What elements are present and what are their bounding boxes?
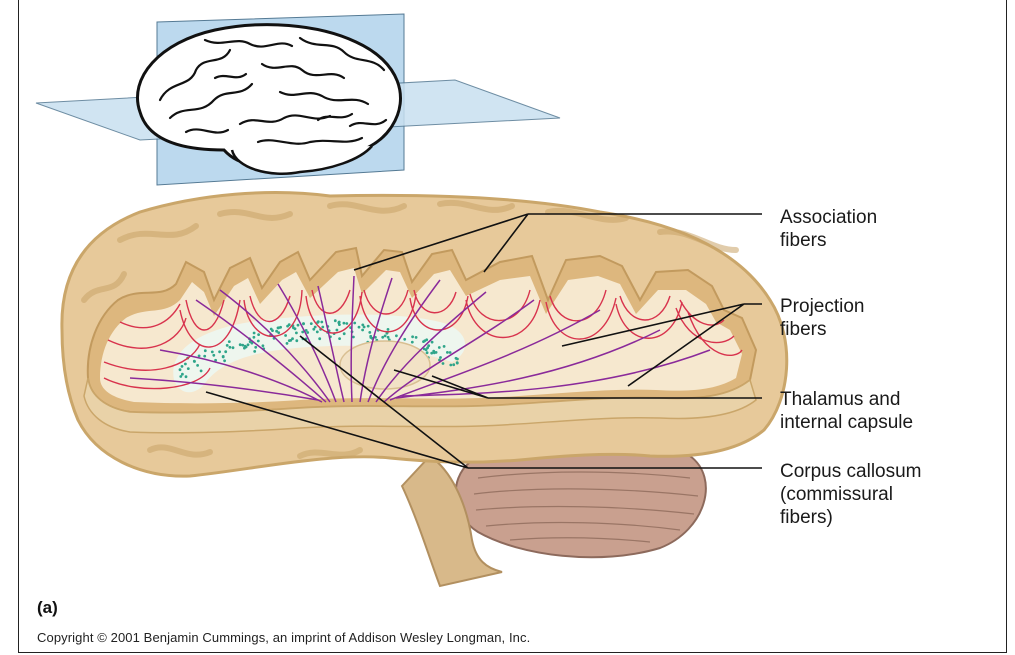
corpus-callosum-dot bbox=[403, 338, 406, 341]
corpus-callosum-dot bbox=[306, 331, 309, 334]
corpus-callosum-dot bbox=[430, 352, 433, 355]
corpus-callosum-dot bbox=[262, 344, 265, 347]
corpus-callosum-dot bbox=[411, 335, 414, 338]
corpus-callosum-dot bbox=[387, 328, 390, 331]
corpus-callosum-dot bbox=[343, 332, 346, 335]
corpus-callosum-dot bbox=[270, 328, 273, 331]
label-thalamus-internal-capsule: Thalamus and internal capsule bbox=[780, 388, 913, 434]
corpus-callosum-dot bbox=[314, 326, 317, 329]
corpus-callosum-dot bbox=[181, 365, 184, 368]
corpus-callosum-dot bbox=[212, 354, 215, 357]
corpus-callosum-dot bbox=[181, 373, 184, 376]
corpus-callosum-dot bbox=[179, 368, 182, 371]
corpus-callosum-dot bbox=[353, 322, 356, 325]
corpus-callosum-dot bbox=[456, 362, 459, 365]
corpus-callosum-dot bbox=[284, 334, 287, 337]
corpus-callosum-dot bbox=[184, 363, 187, 366]
corpus-callosum-dot bbox=[295, 339, 298, 342]
figure-part-label: (a) bbox=[37, 598, 58, 618]
corpus-callosum-dot bbox=[232, 346, 235, 349]
corpus-callosum-dot bbox=[443, 345, 446, 348]
corpus-callosum-dot bbox=[187, 367, 190, 370]
corpus-callosum-dot bbox=[239, 343, 242, 346]
corpus-callosum-dot bbox=[211, 351, 214, 354]
corpus-callosum-dot bbox=[336, 329, 339, 332]
corpus-callosum-dot bbox=[203, 355, 206, 358]
corpus-callosum-dot bbox=[358, 326, 361, 329]
label-corpus-callosum: Corpus callosum (commissural fibers) bbox=[780, 460, 922, 529]
corpus-callosum-dot bbox=[193, 360, 196, 363]
corpus-callosum-dot bbox=[449, 364, 452, 367]
corpus-callosum-dot bbox=[229, 346, 232, 349]
corpus-callosum-dot bbox=[295, 332, 298, 335]
corpus-callosum-dot bbox=[179, 375, 182, 378]
corpus-callosum-dot bbox=[318, 337, 321, 340]
label-association-fibers: Association fibers bbox=[780, 206, 877, 252]
corpus-callosum-dot bbox=[387, 336, 390, 339]
corpus-callosum-dot bbox=[321, 326, 324, 329]
corpus-callosum-dot bbox=[427, 344, 430, 347]
corpus-callosum-dot bbox=[253, 336, 256, 339]
corpus-callosum-dot bbox=[241, 344, 244, 347]
corpus-callosum-dot bbox=[226, 344, 229, 347]
corpus-callosum-dot bbox=[438, 346, 441, 349]
corpus-callosum-dot bbox=[228, 340, 231, 343]
corpus-callosum-dot bbox=[286, 342, 289, 345]
label-projection-fibers: Projection fibers bbox=[780, 295, 865, 341]
corpus-callosum-dot bbox=[345, 322, 348, 325]
corpus-callosum-dot bbox=[218, 350, 221, 353]
corpus-callosum-dot bbox=[431, 341, 434, 344]
corpus-callosum-dot bbox=[243, 347, 246, 350]
copyright-notice: Copyright © 2001 Benjamin Cummings, an i… bbox=[37, 630, 530, 645]
corpus-callosum-dot bbox=[361, 329, 364, 332]
corpus-callosum-dot bbox=[254, 346, 257, 349]
corpus-callosum-dot bbox=[253, 350, 256, 353]
corpus-callosum-dot bbox=[446, 351, 449, 354]
corpus-callosum-dot bbox=[452, 363, 455, 366]
corpus-callosum-dot bbox=[338, 323, 341, 326]
corpus-callosum-dot bbox=[381, 336, 384, 339]
corpus-callosum-dot bbox=[449, 351, 452, 354]
corpus-callosum-dot bbox=[369, 336, 372, 339]
corpus-callosum-dot bbox=[292, 326, 295, 329]
corpus-callosum-dot bbox=[343, 322, 346, 325]
corpus-callosum-dot bbox=[368, 331, 371, 334]
corpus-callosum-dot bbox=[338, 337, 341, 340]
corpus-callosum-dot bbox=[439, 356, 442, 359]
corpus-callosum-dot bbox=[367, 325, 370, 328]
corpus-callosum-dot bbox=[442, 362, 445, 365]
corpus-callosum-dot bbox=[257, 333, 260, 336]
corpus-callosum-dot bbox=[257, 340, 260, 343]
corpus-callosum-dot bbox=[423, 339, 426, 342]
corpus-callosum-dot bbox=[204, 349, 207, 352]
corpus-callosum-dot bbox=[316, 331, 319, 334]
corpus-callosum-dot bbox=[223, 359, 226, 362]
corpus-callosum-dot bbox=[247, 343, 250, 346]
corpus-callosum-dot bbox=[196, 364, 199, 367]
corpus-callosum-dot bbox=[415, 336, 418, 339]
corpus-callosum-dot bbox=[426, 351, 429, 354]
corpus-callosum-dot bbox=[185, 375, 188, 378]
corpus-callosum-dot bbox=[456, 358, 459, 361]
corpus-callosum-dot bbox=[433, 351, 436, 354]
corpus-callosum-dot bbox=[297, 324, 300, 327]
sectioned-cerebrum bbox=[62, 193, 787, 586]
corpus-callosum-dot bbox=[277, 331, 280, 334]
corpus-callosum-dot bbox=[253, 332, 256, 335]
corpus-callosum-dot bbox=[320, 321, 323, 324]
corpus-callosum-dot bbox=[384, 335, 387, 338]
corpus-callosum-dot bbox=[277, 326, 280, 329]
corpus-callosum-dot bbox=[411, 341, 414, 344]
corpus-callosum-dot bbox=[310, 322, 313, 325]
orientation-inset bbox=[36, 14, 560, 185]
corpus-callosum-dot bbox=[395, 334, 398, 337]
corpus-callosum-dot bbox=[334, 319, 337, 322]
corpus-callosum-dot bbox=[200, 370, 203, 373]
corpus-callosum-dot bbox=[224, 350, 227, 353]
corpus-callosum-dot bbox=[286, 325, 289, 328]
corpus-callosum-dot bbox=[288, 339, 291, 342]
corpus-callosum-dot bbox=[302, 322, 305, 325]
corpus-callosum-dot bbox=[363, 326, 366, 329]
corpus-callosum-dot bbox=[222, 355, 225, 358]
